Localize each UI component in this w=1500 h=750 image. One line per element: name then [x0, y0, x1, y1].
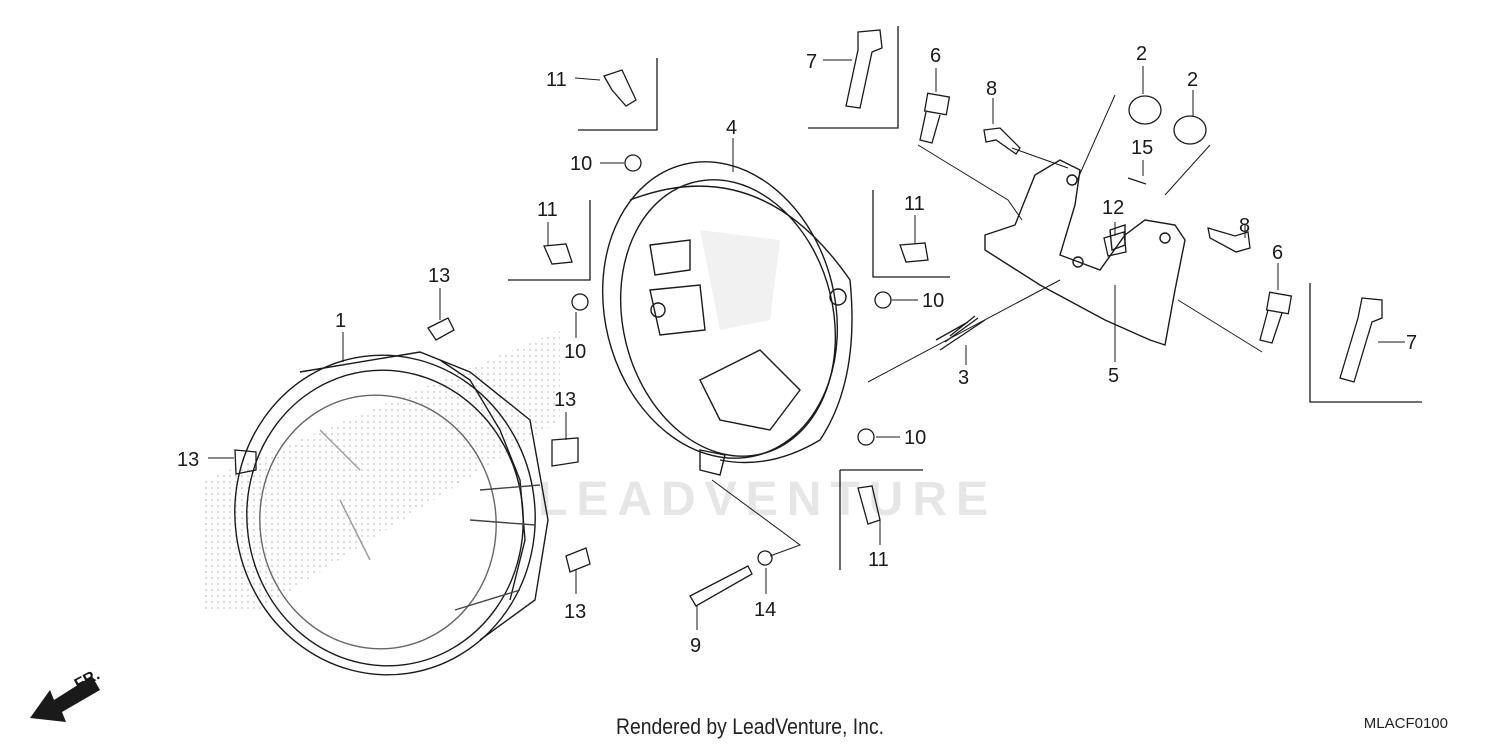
callout-7: 7: [806, 51, 817, 73]
callout-labels: 1 2 2 3 4 5 6 6 7 7 8 8 9 10 10 10 10 11…: [177, 43, 1417, 657]
callout-1: 1: [335, 310, 346, 332]
callout-13: 13: [554, 389, 576, 411]
callout-13: 13: [177, 449, 199, 471]
leader-lines: [208, 59, 1405, 630]
callout-2: 2: [1136, 43, 1147, 65]
callout-13: 13: [564, 601, 586, 623]
headlight-unit: [234, 351, 549, 676]
callout-10: 10: [904, 427, 926, 449]
callout-2: 2: [1187, 69, 1198, 91]
callout-6: 6: [1272, 242, 1283, 264]
callout-11: 11: [546, 69, 567, 91]
callout-11: 11: [868, 549, 889, 571]
callout-10: 10: [564, 341, 586, 363]
callout-8: 8: [986, 78, 997, 100]
callout-6: 6: [930, 45, 941, 67]
inset-frames: [508, 26, 1422, 570]
callout-8: 8: [1239, 215, 1250, 237]
callout-3: 3: [958, 367, 969, 389]
callout-7: 7: [1406, 332, 1417, 354]
callout-11: 11: [537, 199, 558, 221]
headlight-case: [601, 161, 853, 476]
fasteners: [234, 29, 1383, 607]
callout-15: 15: [1131, 137, 1153, 159]
callout-12: 12: [1102, 197, 1124, 219]
headlight-stay: [984, 159, 1186, 346]
callout-11: 11: [904, 193, 925, 215]
callout-9: 9: [690, 635, 701, 657]
callout-4: 4: [726, 117, 737, 139]
callout-10: 10: [922, 290, 944, 312]
callout-5: 5: [1108, 365, 1119, 387]
callout-14: 14: [754, 599, 776, 621]
background-shading: [205, 230, 780, 610]
figure-code: MLACF0100: [1363, 715, 1448, 732]
callout-13: 13: [428, 265, 450, 287]
callout-10: 10: [570, 153, 592, 175]
render-credit: Rendered by LeadVenture, Inc.: [615, 714, 885, 739]
